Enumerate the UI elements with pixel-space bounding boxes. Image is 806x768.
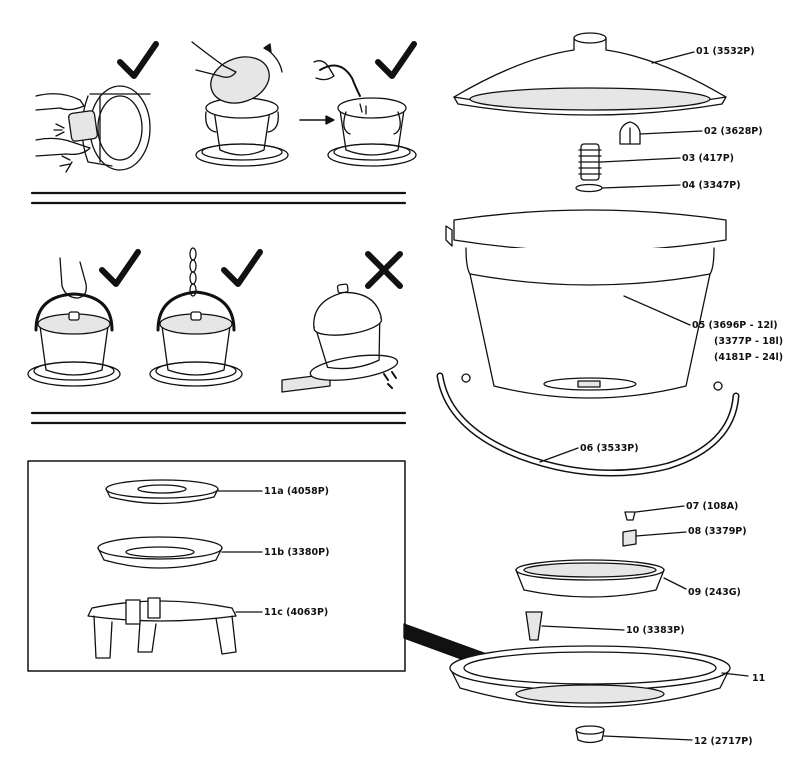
filling-water-illustration bbox=[299, 60, 417, 167]
part-08-nozzle-drawing bbox=[622, 529, 687, 547]
part-05-label-line1: 05 (3696P - 12l) bbox=[692, 320, 778, 331]
separator-rules bbox=[30, 191, 407, 425]
part-11b-label: 11b (3380P) bbox=[264, 547, 330, 558]
part-05-drum-drawing bbox=[445, 209, 727, 399]
hanging-chain-illustration bbox=[149, 247, 243, 387]
check-mark-row1-a bbox=[117, 41, 159, 79]
part-12-label: 12 (2717P) bbox=[694, 736, 753, 747]
inset-box bbox=[27, 460, 406, 672]
part-02-label: 02 (3628P) bbox=[704, 126, 763, 137]
part-11-base-drawing bbox=[449, 645, 749, 708]
part-07-label: 07 (108A) bbox=[686, 501, 739, 512]
part-10-label: 10 (3383P) bbox=[626, 625, 685, 636]
check-mark-row2-b bbox=[221, 249, 263, 287]
part-11b-drawing bbox=[97, 536, 263, 569]
removing-lid-illustration bbox=[191, 41, 289, 167]
part-11a-label: 11a (4058P) bbox=[264, 486, 330, 497]
part-04-label: 04 (3347P) bbox=[682, 180, 741, 191]
part-01-lid-drawing bbox=[453, 32, 727, 116]
carry-by-handle-illustration bbox=[27, 257, 121, 387]
part-11-label: 11 bbox=[752, 673, 766, 684]
part-03-label: 03 (417P) bbox=[682, 153, 735, 164]
wrong-placement-illustration bbox=[281, 283, 399, 393]
check-mark-row2-a bbox=[99, 249, 141, 287]
part-01-label: 01 (3532P) bbox=[696, 46, 755, 57]
part-05-label-line3: (4181P - 24l) bbox=[714, 352, 784, 363]
part-04-ring-drawing bbox=[575, 183, 681, 193]
part-05-label-line2: (3377P - 18l) bbox=[714, 336, 784, 347]
part-09-saucer-drawing bbox=[515, 559, 687, 598]
part-02-cap-drawing bbox=[619, 121, 703, 145]
part-11c-drawing bbox=[87, 597, 263, 659]
part-11c-label: 11c (4063P) bbox=[264, 607, 329, 618]
cleaning-drum-illustration bbox=[35, 85, 151, 173]
cross-mark-row2 bbox=[365, 251, 403, 289]
part-10-clip-drawing bbox=[525, 611, 625, 641]
part-03-valve-drawing bbox=[578, 143, 681, 181]
check-mark-row1-b bbox=[375, 41, 417, 79]
part-07-pin-drawing bbox=[624, 505, 685, 521]
part-06-handle-drawing bbox=[436, 372, 740, 477]
part-12-plug-drawing bbox=[575, 725, 693, 744]
part-08-label: 08 (3379P) bbox=[688, 526, 747, 537]
part-11a-drawing bbox=[105, 479, 263, 505]
part-06-label: 06 (3533P) bbox=[580, 443, 639, 454]
part-09-label: 09 (243G) bbox=[688, 587, 741, 598]
